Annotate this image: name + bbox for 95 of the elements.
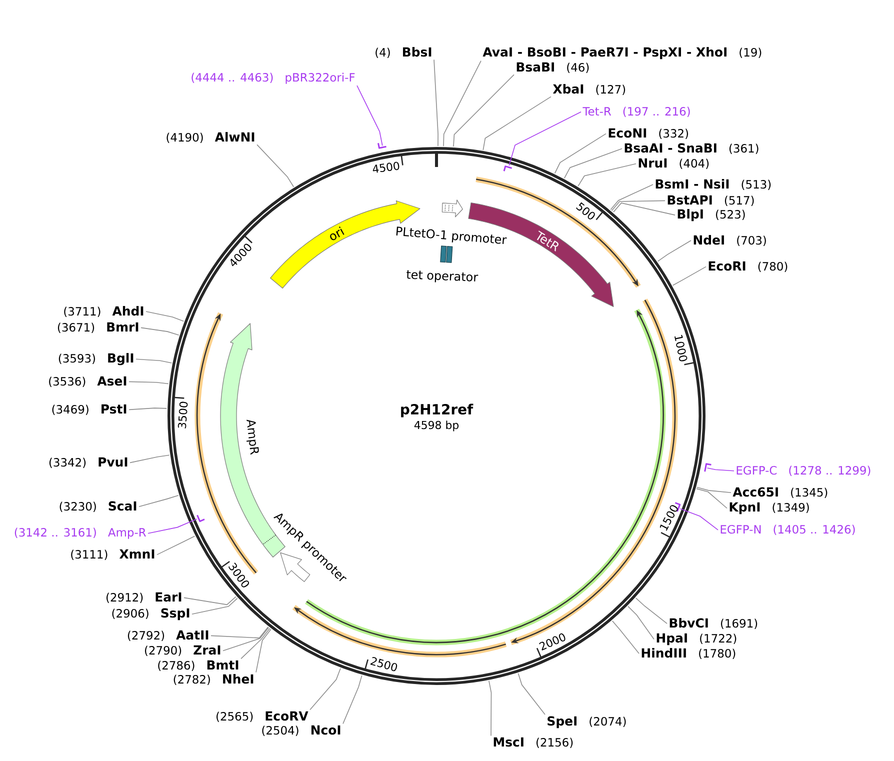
site-label: MscI (2156) <box>494 737 573 748</box>
leader-line <box>256 628 272 673</box>
primer-label: (3142 .. 3161) Amp-R <box>14 528 146 539</box>
leader-line <box>356 85 383 146</box>
site-label: (3671) BmrI <box>58 322 138 333</box>
leader-line <box>680 508 718 530</box>
leader-line <box>611 200 666 212</box>
scale-number: 1000 <box>674 334 688 362</box>
leader-line <box>613 202 676 216</box>
site-label: (2782) NheI <box>174 674 254 685</box>
site-label: BsmI - NsiI (513) <box>656 179 771 190</box>
leader-line <box>696 488 728 509</box>
site-label: (3536) AseI <box>49 376 126 387</box>
site-label: NdeI (703) <box>694 235 766 246</box>
primer-mark <box>704 463 712 472</box>
site-label: XbaI (127) <box>552 84 626 95</box>
site-label: AvaI - BsoBI - PaeR7I - PspXI - XhoI (19) <box>482 47 762 60</box>
leader-line <box>256 144 294 188</box>
site-label: KpnI (1349) <box>730 502 809 514</box>
primer-mark <box>196 514 205 522</box>
leader-line <box>192 598 238 615</box>
leader-line <box>636 598 668 624</box>
site-label: (2790) ZraI <box>144 645 220 656</box>
site-label: (3711) AhdI <box>64 306 144 317</box>
site-label: HindIII (1780) <box>642 648 736 659</box>
leader-line <box>128 381 169 384</box>
site-label: (3342) PvuI <box>49 457 128 468</box>
leader-line <box>564 148 622 179</box>
site-label: EcoNI (332) <box>608 128 688 139</box>
leader-line <box>508 112 582 166</box>
site-label: BbvCI (1691) <box>670 618 758 629</box>
plasmid-name: p2H12ref <box>401 404 474 418</box>
primer-mark <box>503 166 512 172</box>
leader-line <box>578 163 636 186</box>
leader-line <box>443 60 482 146</box>
site-label: BsaAI - SnaBI (361) <box>624 143 758 154</box>
sequence-length: 4598 bp <box>414 420 459 432</box>
leader-line <box>628 606 654 640</box>
primer-label: EGFP-C (1278 .. 1299) <box>736 466 870 476</box>
leader-line <box>657 240 692 262</box>
site-label: (2912) EarI <box>106 592 182 603</box>
site-label: (3469) PstI <box>52 404 126 415</box>
leader-line <box>434 59 438 146</box>
leader-line <box>210 626 268 638</box>
scale-number: 2500 <box>370 657 398 672</box>
site-label: (3111) XmnI <box>71 549 154 560</box>
site-label: SpeI (2074) <box>548 716 626 728</box>
site-label: (2786) BmtI <box>158 660 238 671</box>
leader-line <box>240 628 270 660</box>
primer-mark <box>377 142 386 149</box>
leader-line <box>130 454 170 464</box>
site-label: Acc65I (1345) <box>732 487 828 498</box>
site-label: (2906) SspI <box>112 608 190 620</box>
leader-line <box>610 184 654 210</box>
leader-line <box>136 358 172 364</box>
scale-number: 2000 <box>539 633 566 650</box>
scale-number: 1500 <box>660 505 678 531</box>
leader-line <box>156 536 196 556</box>
site-label: EcoRI (780) <box>708 261 788 272</box>
site-label: (3230) ScaI <box>60 501 136 512</box>
site-label: BstAPI (517) <box>668 195 754 206</box>
leader-line <box>138 495 179 508</box>
site-label: (2792) AatII <box>128 630 208 641</box>
site-label: NruI (404) <box>638 158 709 169</box>
primer-label: Tet-R (197 .. 216) <box>582 106 690 117</box>
primer-label: (4444 .. 4463) pBR322ori-F <box>192 72 355 84</box>
leader-line <box>488 680 492 736</box>
scale-number: 500 <box>576 202 595 220</box>
primer-label: EGFP-N (1405 .. 1426) <box>720 524 855 535</box>
leader-line <box>342 675 362 724</box>
scale-number: 3500 <box>178 402 188 428</box>
site-label: BlpI (523) <box>678 209 745 222</box>
leader-line <box>184 596 236 606</box>
site-label: HpaI (1722) <box>656 633 736 646</box>
leader-line <box>453 74 514 147</box>
leader-line <box>554 133 606 174</box>
leader-line <box>612 620 640 654</box>
site-label: (3593) BglI <box>58 353 134 366</box>
site-label: BsaBI (46) <box>516 62 589 73</box>
leader-line <box>148 518 198 534</box>
leader-line <box>310 668 341 710</box>
leader-line <box>146 311 184 322</box>
leader-line <box>482 96 552 150</box>
leader-line <box>706 468 734 472</box>
leader-line <box>672 266 706 286</box>
leader-line <box>140 327 180 336</box>
scale-number: 4500 <box>372 162 400 173</box>
leader-line <box>128 408 168 410</box>
site-label: (2504) NcoI <box>262 725 340 736</box>
leader-line <box>696 486 732 494</box>
leader-line <box>518 672 546 715</box>
leader-line <box>222 627 270 652</box>
site-label: (4) BbsI <box>376 47 432 58</box>
site-label: (4190) AlwNI <box>166 132 254 143</box>
site-label: (2565) EcoRV <box>216 711 308 722</box>
